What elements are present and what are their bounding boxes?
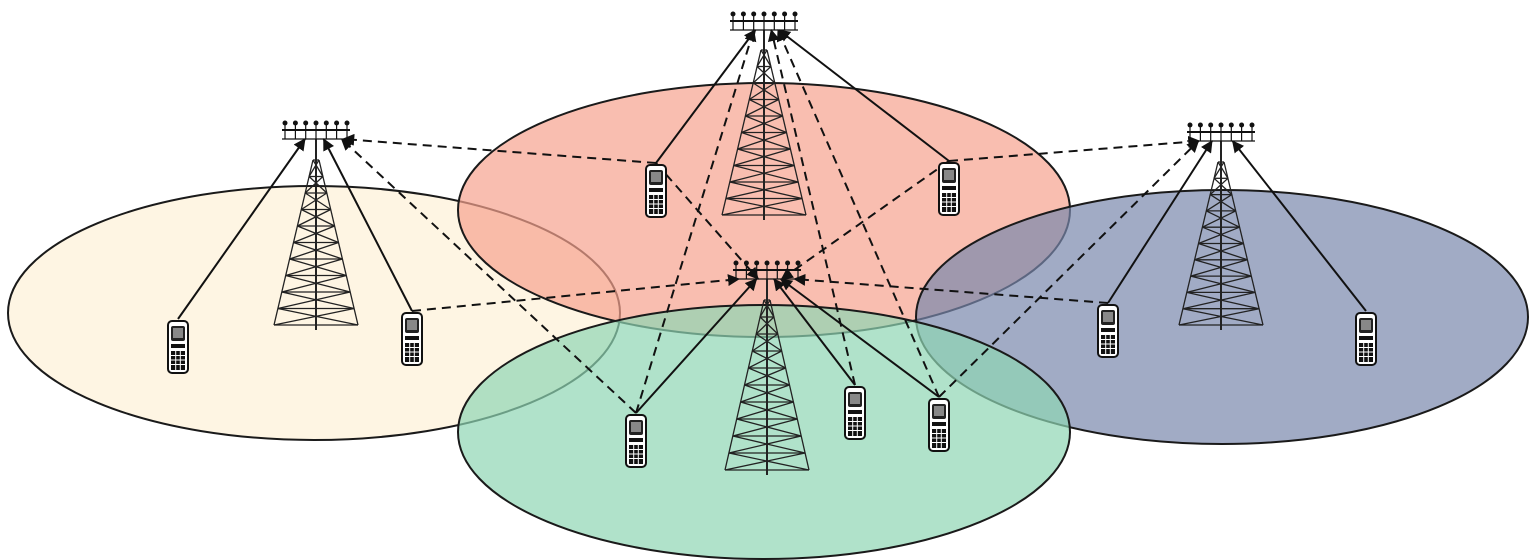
link-phone-t2-to-tower-top bbox=[778, 29, 950, 162]
link-phone-t2-to-tower-center bbox=[780, 160, 950, 280]
cell-tower-icon bbox=[721, 30, 807, 220]
tower-left bbox=[273, 119, 359, 330]
signal-links bbox=[177, 29, 1367, 414]
antenna-array-icon bbox=[281, 119, 351, 140]
link-phone-b3-to-tower-top bbox=[776, 29, 940, 398]
mobile-phone-icon bbox=[938, 162, 960, 216]
link-phone-b2-to-tower-center bbox=[773, 278, 856, 386]
link-phone-b2-to-tower-top bbox=[767, 29, 856, 386]
cell-bottom bbox=[457, 304, 1071, 560]
antenna-array-icon bbox=[729, 10, 799, 31]
link-phone-t1-to-tower-top bbox=[655, 29, 757, 164]
cell-tower-icon bbox=[273, 139, 359, 330]
link-phone-t1-to-tower-left bbox=[342, 133, 657, 164]
link-phone-l1-to-tower-left bbox=[177, 138, 306, 320]
mobile-phone-icon bbox=[167, 320, 189, 374]
link-phone-b1-to-tower-left bbox=[340, 138, 637, 414]
link-phone-b1-to-tower-center bbox=[635, 278, 758, 414]
mobile-phone-icon bbox=[625, 414, 647, 468]
base-stations bbox=[273, 10, 1264, 475]
link-phone-t2-to-tower-right bbox=[948, 135, 1201, 162]
link-phone-r1-to-tower-right bbox=[1107, 140, 1213, 304]
mobile-phone-icon bbox=[928, 398, 950, 452]
mobile-phone-icon bbox=[1355, 312, 1377, 366]
tower-top bbox=[721, 10, 807, 220]
cell-tower-icon bbox=[724, 279, 810, 475]
mobile-phone-icon bbox=[844, 386, 866, 440]
mobile-phone-icon bbox=[645, 164, 667, 218]
link-phone-l2-to-tower-center bbox=[411, 274, 740, 312]
link-phone-b3-to-tower-center bbox=[779, 278, 940, 398]
link-phone-b1-to-tower-top bbox=[635, 29, 757, 414]
link-phone-r2-to-tower-right bbox=[1231, 140, 1367, 312]
link-phone-r1-to-tower-center bbox=[793, 273, 1109, 304]
mobile-phone-icon bbox=[401, 312, 423, 366]
tower-center bbox=[724, 259, 810, 475]
tower-right bbox=[1178, 121, 1264, 330]
link-phone-b3-to-tower-right bbox=[938, 140, 1200, 398]
link-phone-t1-to-tower-center bbox=[655, 162, 759, 280]
mobile-phone-icon bbox=[1097, 304, 1119, 358]
cell-tower-icon bbox=[1178, 141, 1264, 330]
link-phone-l2-to-tower-left bbox=[322, 138, 413, 312]
antenna-array-icon bbox=[1186, 121, 1256, 142]
